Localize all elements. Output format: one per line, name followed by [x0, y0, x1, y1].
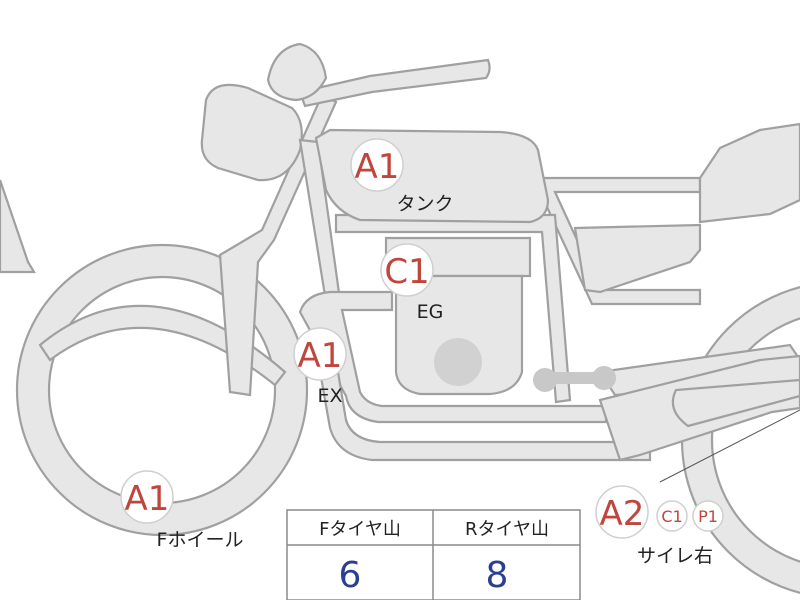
front-tire-header: Fタイヤ山	[319, 519, 401, 540]
mirror	[266, 42, 328, 102]
rear-tire-value: 8	[486, 555, 509, 596]
left-edge-fragment	[0, 179, 36, 274]
front-tire-value: 6	[339, 555, 362, 596]
front-fender	[38, 304, 287, 387]
marker-front-wheel[interactable]: A1 Fホイール	[120, 470, 244, 551]
marker-exhaust[interactable]: A1 EX	[293, 327, 347, 407]
headlight	[200, 83, 303, 182]
rear-tire-header: Rタイヤ山	[465, 519, 549, 540]
marker-front-wheel-label: Fホイール	[157, 529, 244, 551]
marker-front-wheel-code: A1	[125, 479, 170, 519]
muffler-tip	[671, 378, 800, 428]
marker-tank-code: A1	[355, 147, 400, 187]
marker-engine-code: C1	[384, 252, 429, 292]
marker-engine-label: EG	[417, 301, 444, 323]
exhaust-pipe-upper	[298, 290, 608, 424]
marker-tank[interactable]: A1 タンク	[350, 138, 454, 215]
marker-exhaust-label: EX	[317, 385, 342, 407]
handlebar	[298, 58, 491, 108]
motorcycle-illustration	[0, 42, 800, 594]
engine-block	[384, 236, 532, 396]
marker-side-right-label: サイレ右	[637, 545, 713, 567]
marker-engine[interactable]: C1 EG	[380, 243, 444, 323]
frame-lower	[334, 213, 572, 404]
leader-line	[659, 409, 800, 483]
marker-tank-label: タンク	[396, 193, 453, 215]
marker-side-right-sub-code-2: P1	[698, 507, 718, 526]
front-fork	[218, 93, 338, 397]
footpeg	[533, 366, 616, 392]
marker-side-right-code: A2	[600, 494, 645, 534]
seat	[698, 122, 800, 224]
tire-tread-table: Fタイヤ山 Rタイヤ山 6 8	[286, 509, 581, 600]
marker-side-right-sub-code-1: C1	[661, 507, 682, 526]
marker-side-right[interactable]: A2 C1 P1 サイレ右	[595, 485, 724, 567]
side-cover	[573, 223, 702, 294]
marker-exhaust-code: A1	[298, 336, 343, 376]
